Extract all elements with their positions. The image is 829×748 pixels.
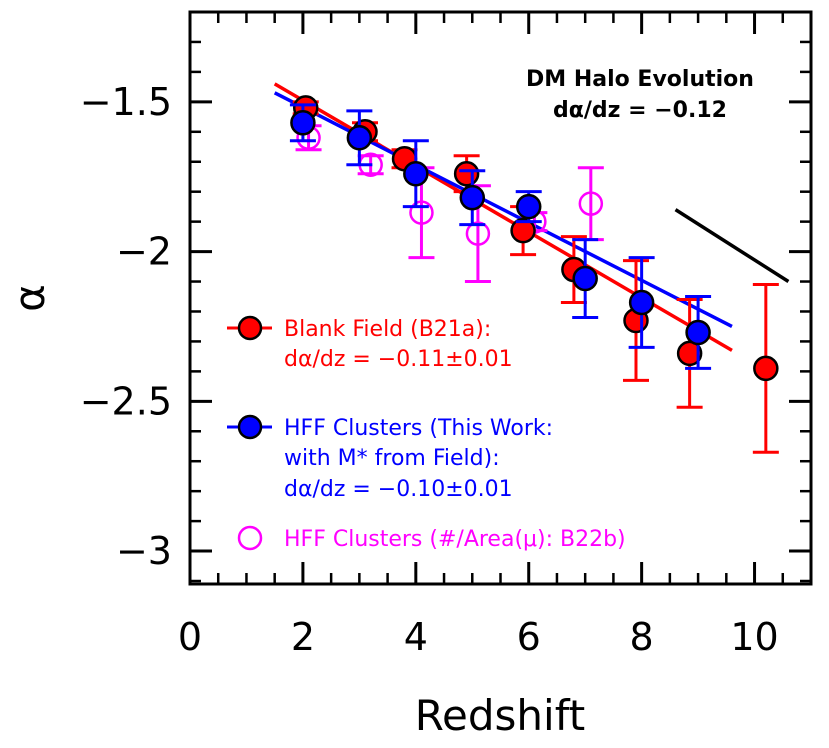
marker-filled — [346, 125, 373, 151]
annotation-slope: dα/dz = −0.12 — [553, 98, 727, 123]
legend-label-hff-this-work-slope: dα/dz = −0.10±0.01 — [284, 477, 513, 502]
marker-filled — [572, 265, 598, 292]
fit-line-2 — [674, 208, 790, 284]
x-tick-label: 6 — [517, 615, 541, 659]
marker-filled — [685, 319, 711, 346]
legend-marker-blank-field — [237, 315, 263, 341]
data-point-s2-5 — [577, 166, 604, 242]
data-point-s1-2 — [402, 139, 429, 209]
marker-filled — [753, 355, 779, 382]
x-tick-label: 0 — [178, 615, 202, 659]
marker-open — [578, 191, 604, 216]
data-point-s1-1 — [346, 109, 373, 167]
marker-filled — [515, 193, 542, 220]
legend-label-blank-field-slope: dα/dz = −0.11±0.01 — [284, 347, 513, 372]
data-point-s1-7 — [685, 295, 712, 370]
data-point-s1-5 — [572, 238, 599, 319]
data-point-s0-8 — [752, 283, 779, 454]
y-tick-label: −2 — [116, 230, 172, 274]
data-point-s1-6 — [628, 256, 655, 349]
points-group — [289, 95, 779, 454]
marker-open — [465, 221, 491, 246]
legend: Blank Field (B21a): dα/dz = −0.11±0.01 H… — [227, 315, 626, 552]
x-tick-label: 10 — [730, 615, 778, 659]
legend-marker-hff-b22b — [237, 525, 263, 551]
legend-label-hff-this-work: HFF Clusters (This Work: — [284, 416, 553, 441]
marker-open — [409, 200, 434, 225]
marker-filled — [290, 110, 316, 136]
legend-label-blank-field: Blank Field (B21a): — [284, 317, 491, 342]
x-tick-label: 2 — [291, 615, 315, 659]
legend-marker-hff-this-work — [237, 414, 263, 440]
y-tick-label: −3 — [116, 529, 172, 573]
marker-filled — [403, 160, 429, 187]
fit-line-1 — [273, 91, 733, 329]
ticks-group: 0 2 4 6 8 10 −1.5 −2 −2.5 −3 — [80, 10, 811, 659]
marker-filled — [510, 217, 536, 244]
marker-filled — [628, 289, 655, 316]
y-tick-label: −2.5 — [80, 379, 172, 423]
marker-filled — [459, 184, 486, 211]
fit-line-0 — [273, 82, 733, 352]
y-axis-title: α — [5, 284, 54, 312]
x-tick-label: 8 — [630, 615, 654, 659]
data-point-s1-0 — [289, 103, 316, 143]
data-point-s0-6 — [622, 259, 649, 382]
data-point-s1-4 — [515, 190, 542, 224]
data-point-s1-3 — [459, 169, 486, 227]
y-tick-label: −1.5 — [80, 80, 172, 124]
legend-label-hff-this-work-2: with M* from Field): — [284, 446, 500, 471]
annotation-title: DM Halo Evolution — [526, 67, 754, 92]
marker-filled — [453, 160, 480, 187]
legend-label-hff-b22b: HFF Clusters (#/Area(μ): B22b) — [284, 527, 626, 552]
x-axis-title: Redshift — [415, 691, 585, 740]
x-tick-label: 4 — [404, 615, 428, 659]
data-point-s0-7 — [676, 297, 703, 409]
